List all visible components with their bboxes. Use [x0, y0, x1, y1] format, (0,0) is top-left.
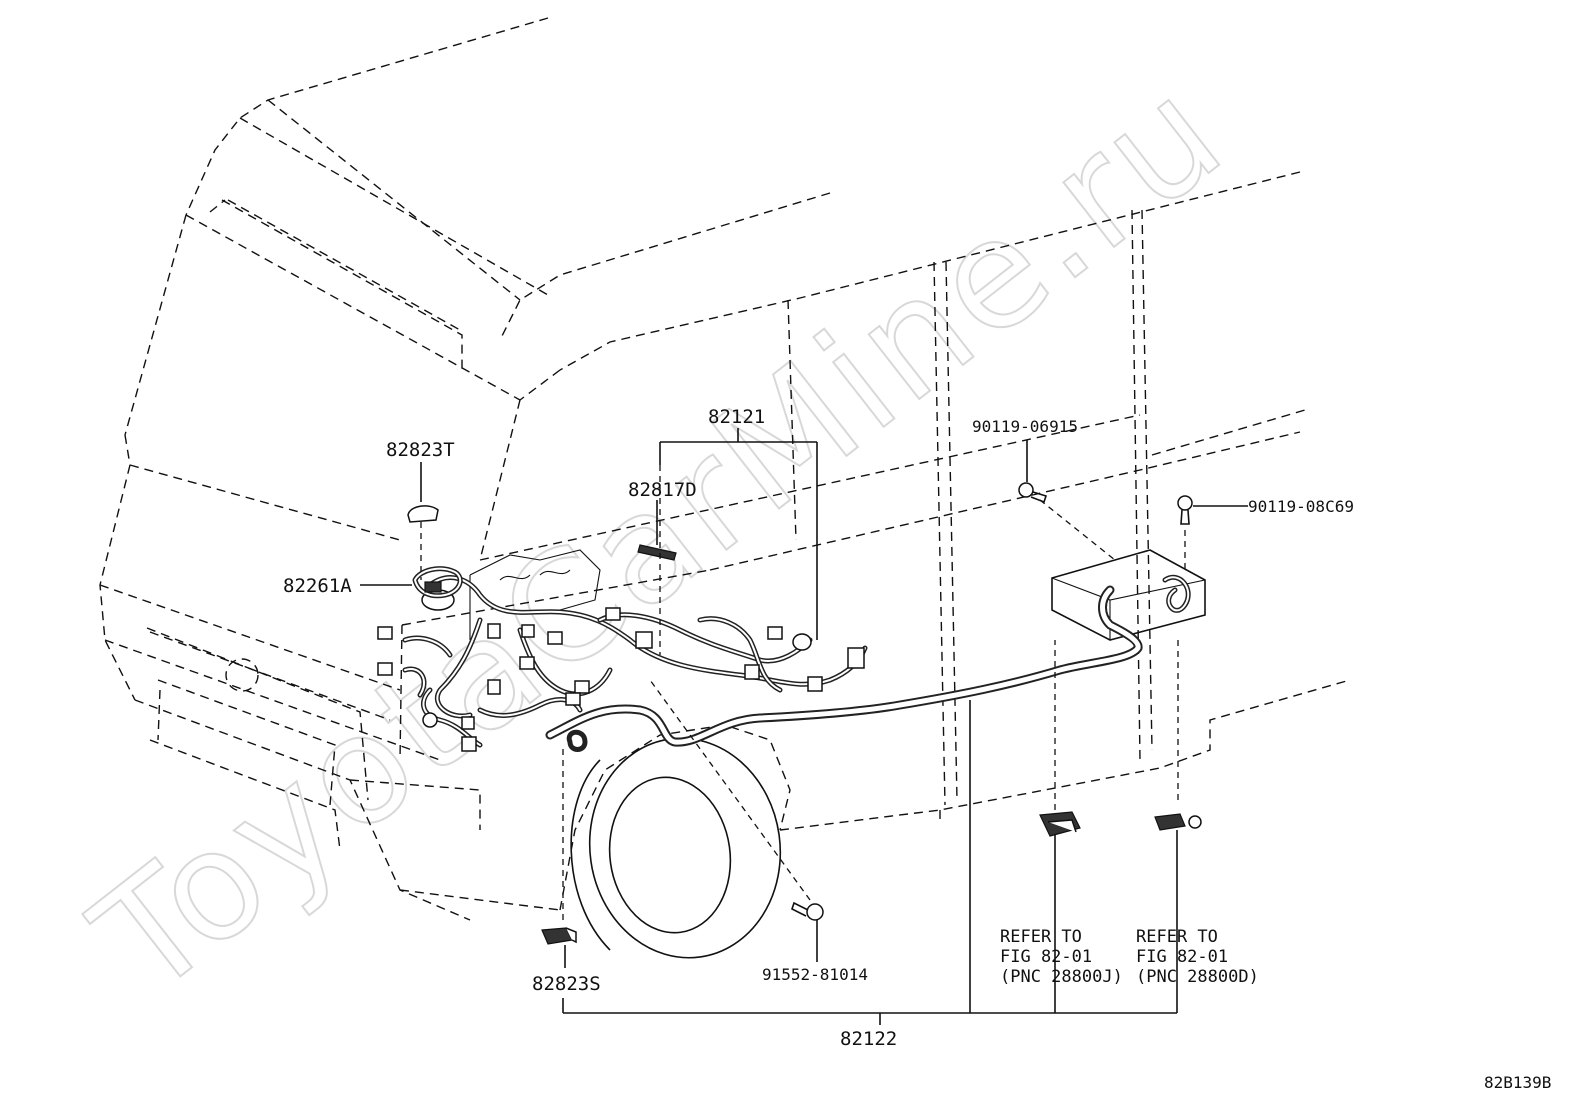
ref-1-line2: FIG 82-01	[1000, 947, 1092, 967]
label-82121: 82121	[708, 406, 765, 428]
part-90119-06915-bolt	[1018, 482, 1048, 504]
label-90119-06915: 90119-06915	[972, 417, 1078, 436]
figure-code: 82B139B	[1484, 1073, 1551, 1092]
ref-2-line2: FIG 82-01	[1136, 947, 1228, 967]
part-82817D-tag	[637, 544, 677, 561]
vehicle-body-outline	[99, 17, 1351, 921]
battery-box	[1051, 549, 1206, 641]
front-wheel	[570, 737, 782, 959]
part-91552-81014-bolt	[791, 901, 824, 921]
harness-82121	[377, 575, 868, 752]
label-82261A: 82261A	[283, 575, 352, 597]
part-90119-08C69-bolt	[1177, 495, 1193, 525]
part-82261A-connector	[412, 566, 463, 599]
ref-1-line3: (PNC 28800J)	[1000, 967, 1123, 987]
part-clip-28800D	[1154, 813, 1202, 831]
leader-lines	[360, 428, 1248, 1025]
part-labels: 82121 82817D 82823T 82261A 90119-06915 9…	[283, 406, 1551, 1092]
ref-2-line3: (PNC 28800D)	[1136, 967, 1259, 987]
label-82122: 82122	[840, 1028, 897, 1050]
ref-1-line1: REFER TO	[1000, 927, 1082, 947]
label-82817D: 82817D	[628, 479, 697, 501]
label-90119-08C69: 90119-08C69	[1248, 497, 1354, 516]
part-82823T-clip	[407, 505, 439, 523]
part-clip-28800J	[1039, 811, 1081, 837]
harness-82122	[545, 585, 1143, 752]
label-82823T: 82823T	[386, 439, 455, 461]
ref-2-line1: REFER TO	[1136, 927, 1218, 947]
watermark: ToyotaCarMine.ru	[64, 45, 1255, 1029]
label-82823S: 82823S	[532, 973, 601, 995]
label-91552-81014: 91552-81014	[762, 965, 868, 984]
part-82823S-clip	[541, 927, 577, 945]
